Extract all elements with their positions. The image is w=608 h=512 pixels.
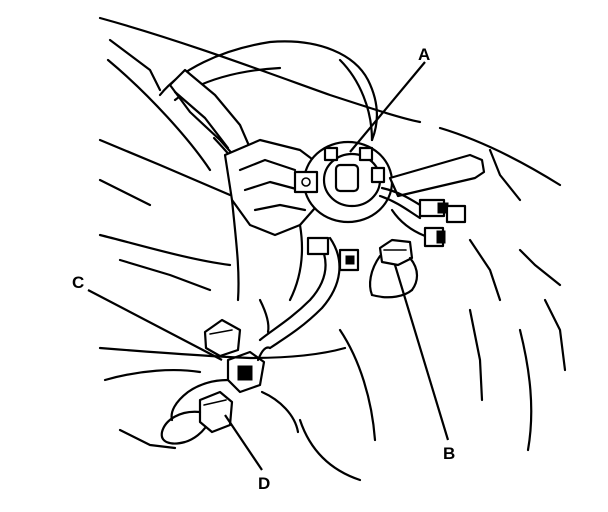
harness-connector-upper [306, 236, 330, 256]
leader-b [393, 264, 450, 441]
callout-d-label: D [258, 474, 270, 493]
leader-a [349, 61, 426, 153]
connector-d [160, 378, 234, 445]
leader-lines [87, 61, 450, 471]
callout-b-label: B [443, 444, 455, 463]
connector-c [203, 318, 272, 394]
callout-c-label: C [72, 273, 84, 292]
harness-right [378, 186, 467, 248]
leader-c [87, 289, 223, 361]
cable-reel-a [293, 140, 394, 224]
harness-lower [258, 236, 360, 350]
column-housing [223, 138, 324, 302]
knee-panel [98, 328, 377, 482]
callout-a-label: A [418, 45, 430, 64]
wiper-switch-lever [388, 153, 486, 198]
leader-d [224, 414, 263, 471]
connector-b [369, 238, 419, 299]
dashboard-outline [98, 16, 567, 452]
